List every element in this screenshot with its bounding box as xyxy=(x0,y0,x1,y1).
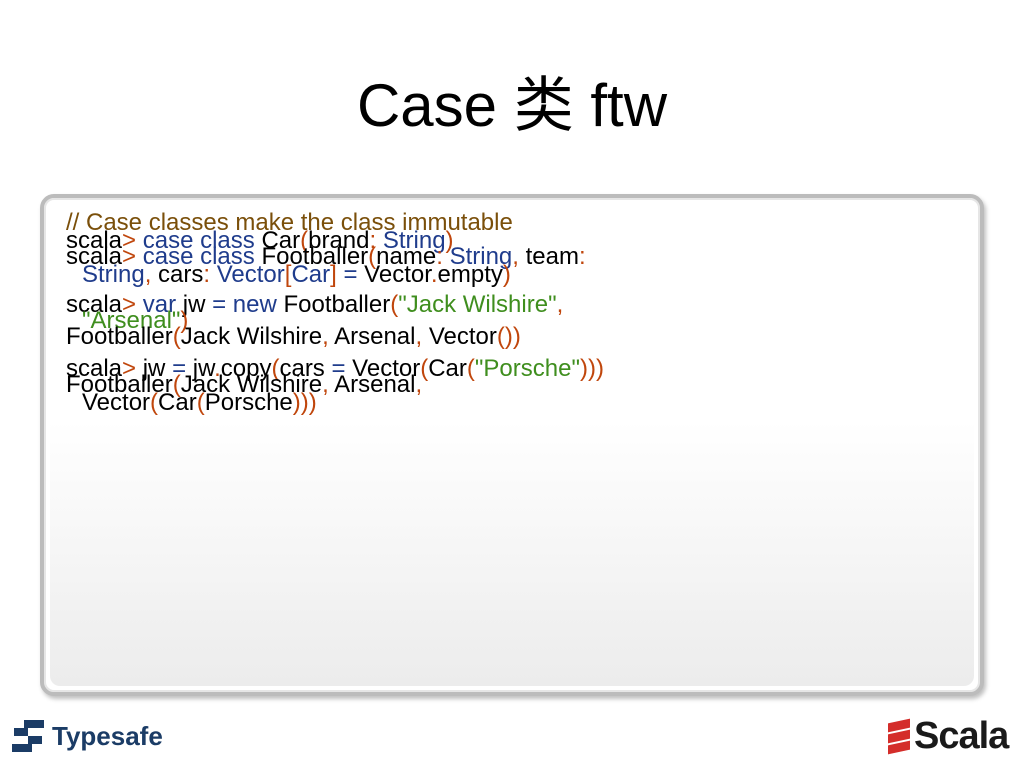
code-line-var-jw-continued: "Arsenal") xyxy=(82,307,189,334)
typesafe-mark-icon xyxy=(10,718,46,754)
code-line-jw-copy: scala> jw = jw.copy(cars = Vector(Car("P… xyxy=(66,355,604,382)
scala-wordmark: Scala xyxy=(914,714,1009,757)
code-line-case-class-car: scala> case class Car(brand: String) xyxy=(66,227,454,254)
code-line-case-class-footballer: scala> case class Footballer(name: Strin… xyxy=(66,243,586,270)
typesafe-logo: Typesafe xyxy=(10,716,163,756)
slide-title: Case 类 ftw xyxy=(356,72,668,139)
code-panel xyxy=(40,194,984,696)
code-line-footballer-continued: String, cars: Vector[Car] = Vector.empty… xyxy=(82,261,511,288)
scala-mark-icon xyxy=(888,717,912,755)
typesafe-wordmark: Typesafe xyxy=(52,720,163,751)
code-comment: // Case classes make the class immutable xyxy=(66,209,513,236)
scala-logo: Scala xyxy=(888,714,1009,758)
code-panel-background xyxy=(50,204,974,686)
code-output-footballer-2: Footballer(Jack Wilshire, Arsenal, xyxy=(66,371,423,398)
code-output-footballer-2-continued: Vector(Car(Porsche))) xyxy=(82,389,317,416)
code-line-var-jw: scala> var jw = new Footballer("Jack Wil… xyxy=(66,291,564,318)
code-output-footballer-1: Footballer(Jack Wilshire, Arsenal, Vecto… xyxy=(66,323,521,350)
